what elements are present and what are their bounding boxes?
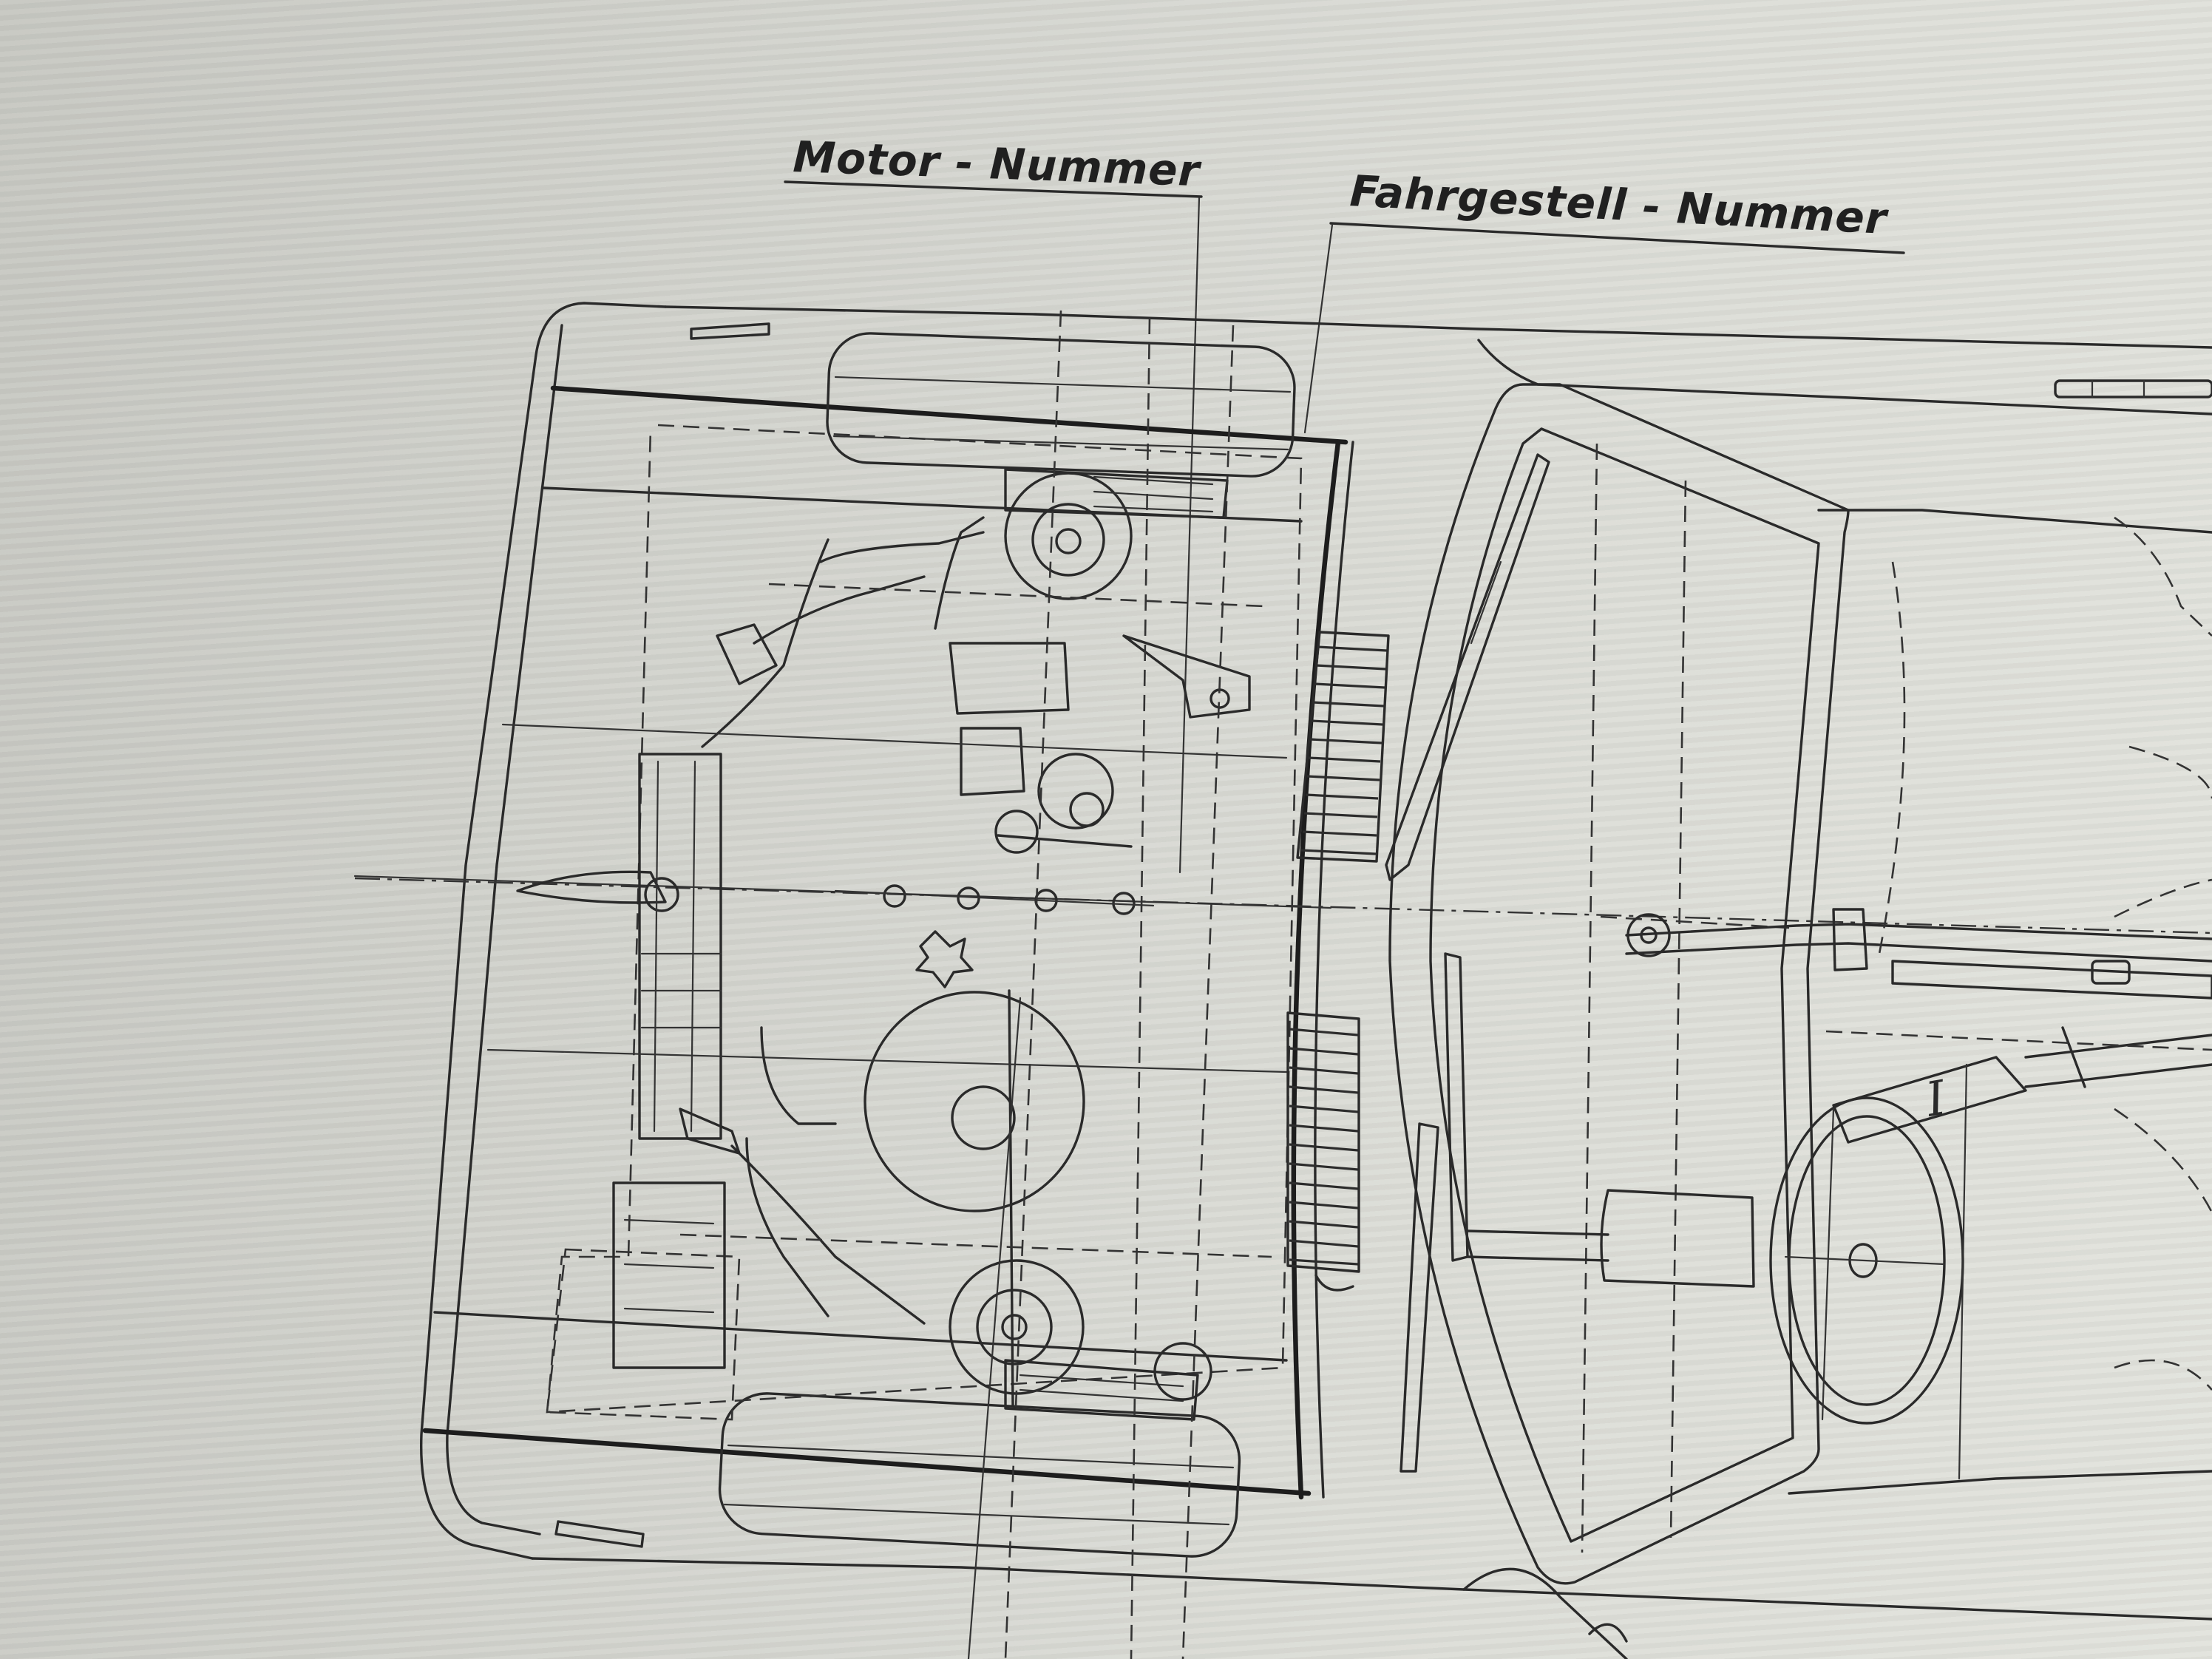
bottom-indicator [554, 1520, 645, 1548]
bottom-frame-rail [422, 1428, 1312, 1496]
top-indicator [690, 322, 770, 340]
brake-servo [1600, 1189, 1755, 1288]
windshield-outer-frame [1388, 383, 1850, 1585]
steering-column [1625, 923, 2212, 940]
front-body-outline [419, 302, 667, 1560]
right-indicator [2054, 379, 2212, 398]
body-bottom-edge [531, 1557, 2212, 1621]
radiator [638, 753, 722, 1140]
pedal-linkage [1832, 1056, 2027, 1144]
top-wheel [826, 332, 1296, 478]
chassis-number-underline [1329, 222, 1905, 254]
front-tow-hook [516, 870, 667, 904]
cabin: I [1462, 339, 2212, 1659]
front-wheels [718, 332, 1296, 1558]
chassis-number-leader [1303, 223, 1334, 434]
bottom-wheel [718, 1392, 1241, 1558]
firewall-right [1314, 441, 1354, 1499]
front-body-inner-outline [446, 324, 563, 1536]
steering-box-left [716, 623, 778, 685]
hood-right-edge [1477, 339, 2212, 415]
chassis-number-callout: Fahrgestell - Nummer [1303, 166, 1905, 434]
lower-wiper-blade [1444, 952, 1469, 1262]
upper-cowl-grille [1296, 631, 1390, 863]
chassis-number-label: Fahrgestell - Nummer [1348, 166, 1890, 244]
intake-manifold [960, 727, 1025, 796]
seat-outline [2114, 516, 2212, 918]
engine-number-underline [784, 180, 1203, 198]
top-frame-rail [550, 385, 1348, 445]
cowl-grilles [1286, 631, 1390, 1292]
upper-hose [701, 538, 830, 748]
upper-wiper-blade [1385, 453, 1550, 881]
windshield-glass [1429, 427, 1820, 1543]
body-top-edge [664, 305, 2212, 349]
engine-compartment-outline [546, 424, 1303, 1414]
bottom-frame-inner [433, 1311, 1288, 1362]
distributor-cap [915, 930, 974, 988]
air-filter-housing [864, 991, 1085, 1212]
engine-bay [353, 310, 2212, 1659]
car-body [419, 302, 2212, 1621]
lower-hose [745, 1137, 830, 1317]
lower-cowl-grille [1286, 1011, 1360, 1273]
battery-tray [546, 1248, 741, 1421]
windshield [1385, 383, 1850, 1585]
engine-number-leader [1178, 197, 1201, 874]
firewall-left [1291, 439, 1341, 1500]
engine-number-label: Motor - Nummer [793, 132, 1203, 196]
